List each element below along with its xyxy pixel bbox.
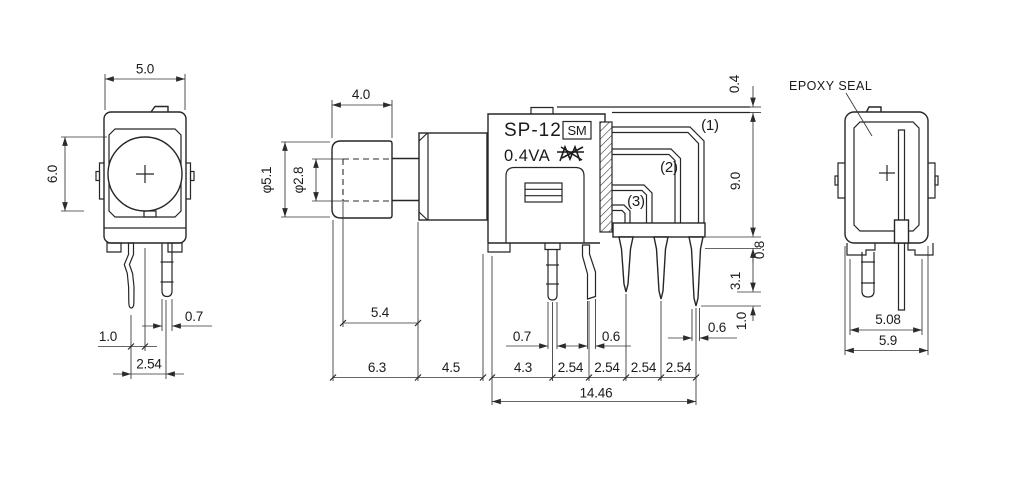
side-bent-pin	[581, 244, 597, 300]
rating-label: 0.4VA	[504, 147, 550, 165]
side-vent-slots	[524, 182, 563, 203]
dim-stroke: 5.4	[371, 305, 390, 320]
dim-cap-width: 4.0	[352, 87, 370, 102]
side-cap	[331, 140, 393, 219]
back-feet	[846, 243, 934, 256]
front-feet	[106, 242, 183, 253]
dim-bracket-thickness: 0.8	[752, 241, 767, 259]
terminal-3-label: (3)	[627, 193, 645, 210]
side-terminal-strips	[557, 106, 750, 223]
dim-pin-span: 5.08	[875, 312, 900, 327]
dim-front-height: 6.0	[45, 165, 60, 183]
dim-pin-width-body: 0.7	[513, 329, 531, 344]
dim-pin-length: 3.1	[728, 272, 743, 290]
front-view: 5.0 6.0 0.7 1.0 2.54	[45, 62, 212, 379]
side-body	[487, 106, 613, 253]
dim-pin-tip: 1.0	[734, 312, 749, 330]
dim-pitch-3: 2.54	[631, 360, 657, 375]
dim-body-height: 9.0	[728, 172, 743, 190]
back-through-pin	[893, 129, 910, 311]
dim-pin-width-right: 0.6	[708, 320, 726, 335]
dim-front-pin-offset: 1.0	[99, 329, 117, 344]
back-inner-frame	[853, 121, 920, 232]
dim-front-pin-pitch: 2.54	[136, 357, 162, 372]
back-side-tabs	[834, 162, 939, 199]
front-straight-pin	[160, 243, 174, 298]
dim-front-width: 5.0	[136, 62, 154, 77]
epoxy-leader-line	[845, 92, 873, 137]
dim-pin-width-bent: 0.6	[602, 329, 620, 344]
dim-terminal-thickness: 0.4	[727, 74, 742, 93]
dim-body-to-pin: 4.3	[514, 360, 532, 375]
front-side-tabs	[95, 162, 195, 200]
back-left-pin	[861, 252, 875, 298]
dim-pitch-2: 2.54	[594, 360, 620, 375]
front-top-tab	[150, 105, 169, 113]
maker-mark-icon	[557, 144, 584, 162]
side-dim-ticks	[329, 319, 700, 381]
front-dim-ticks	[127, 343, 149, 350]
back-view: EPOXY SEAL 5.08 5.9	[789, 79, 939, 355]
side-shaft-hidden	[342, 158, 392, 202]
dim-front-pin-width: 0.7	[185, 309, 203, 324]
front-inner-frame	[108, 128, 182, 218]
dim-shaft-diameter: φ2.8	[291, 167, 306, 194]
sm-mark-label: SM	[567, 123, 586, 138]
side-epoxy-hatch	[599, 121, 613, 233]
terminal-1-label: (1)	[701, 117, 719, 134]
front-bent-pin	[123, 242, 135, 309]
dim-pitch-1: 2.54	[558, 360, 584, 375]
dim-cap-diameter: φ5.1	[259, 167, 274, 194]
dim-body-width: 5.9	[879, 333, 897, 348]
side-body-pin	[546, 249, 559, 301]
dim-pitch-4: 2.54	[666, 360, 692, 375]
terminal-2-label: (2)	[660, 159, 678, 176]
back-dim-lines	[844, 246, 929, 355]
dim-front-length: 6.3	[368, 360, 386, 375]
side-stem	[392, 157, 419, 202]
side-dim-lines	[281, 86, 761, 405]
side-mounting-bracket	[612, 222, 706, 238]
epoxy-seal-callout: EPOXY SEAL	[789, 79, 872, 93]
sm-mark-box	[562, 120, 592, 140]
dim-nut-section: 4.5	[442, 360, 460, 375]
dim-overall-length: 14.46	[580, 386, 613, 401]
front-center-cross	[136, 165, 154, 183]
side-nut	[418, 132, 488, 221]
side-view: SP-12 SM 0.4VA (1) (2) (3)	[259, 74, 767, 405]
part-number-label: SP-12	[504, 120, 562, 141]
back-center-cross	[879, 165, 895, 181]
side-bracket-pins	[618, 236, 704, 307]
